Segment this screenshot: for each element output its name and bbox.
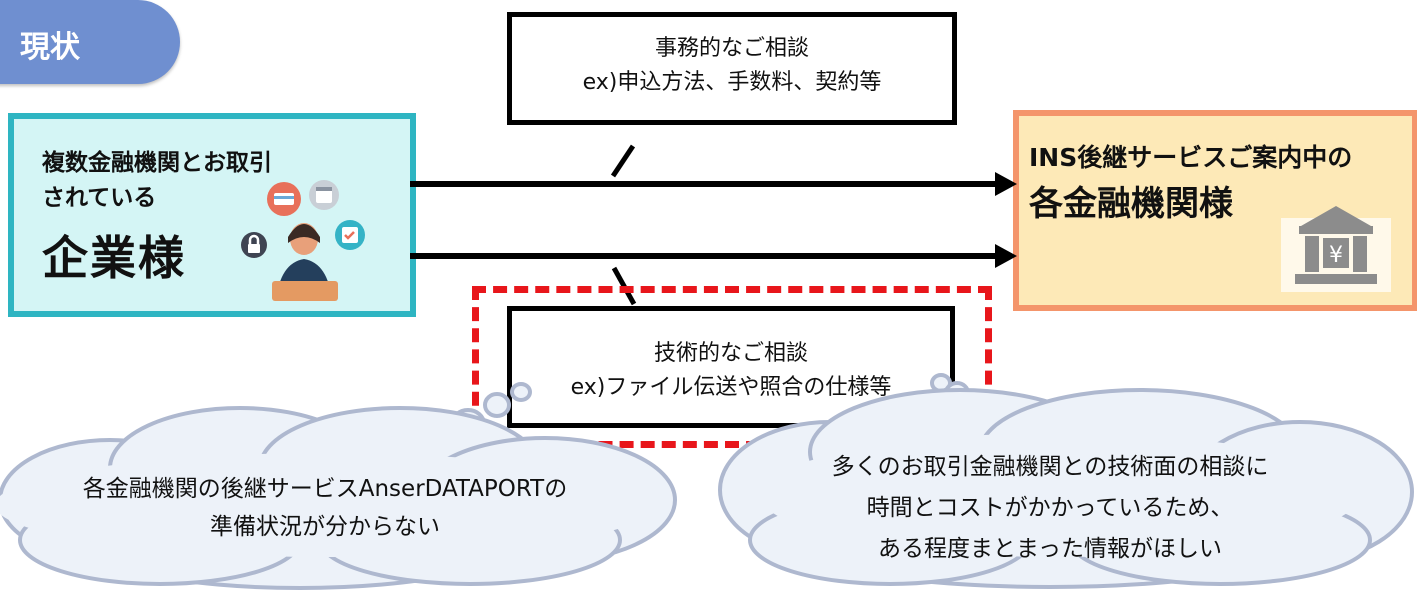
tab-label: 現状 (20, 30, 80, 65)
admin-consult-examples: ex)申込方法、手数料、契約等 (582, 70, 882, 95)
cloud-right-text: 多くのお取引金融機関との技術面の相談に 時間とコストがかかっているため、 ある程… (760, 447, 1340, 570)
company-title: 企業様 (42, 231, 186, 285)
current-status-tab: 現状 (0, 0, 180, 84)
businessperson-illustration-icon (241, 180, 365, 301)
bank-title: 各金融機関様 (1029, 184, 1233, 224)
thought-bubble-small-2 (483, 392, 511, 418)
company-box: 複数金融機関とお取引 されている 企業様 (8, 113, 416, 317)
arrow-bottom-head (995, 244, 1017, 268)
thought-bubble-small-1 (510, 382, 532, 402)
bank-box: INS後継サービスご案内中の 各金融機関様 ¥ (1013, 110, 1417, 311)
administrative-consultation-box: 事務的なご相談 ex)申込方法、手数料、契約等 (507, 12, 957, 125)
cloud-right-line1: 多くのお取引金融機関との技術面の相談に (831, 454, 1269, 480)
cloud-left-line1: 各金融機関の後継サービスAnserDATAPORTの (82, 476, 568, 502)
company-line2: されている (42, 185, 157, 211)
tech-consult-examples: ex)ファイル伝送や照合の仕様等 (570, 375, 892, 400)
technical-highlight-frame (472, 286, 992, 448)
bank-line1: INS後継サービスご案内中の (1029, 143, 1353, 172)
tech-consult-title: 技術的なご相談 (653, 341, 808, 366)
cloud-right-line2: 時間とコストがかかっているため、 (866, 495, 1234, 521)
bank-yen-icon: ¥ (1281, 206, 1391, 292)
arrow-top-head (995, 172, 1017, 196)
admin-consult-title: 事務的なご相談 (654, 36, 809, 61)
technical-consultation-box: 技術的なご相談 ex)ファイル伝送や照合の仕様等 (507, 306, 955, 428)
svg-text:¥: ¥ (1329, 243, 1343, 268)
cloud-left-line2: 準備状況が分からない (210, 514, 440, 540)
cloud-left-text: 各金融機関の後継サービスAnserDATAPORTの 準備状況が分からない (0, 470, 650, 546)
company-line1: 複数金融機関とお取引 (42, 150, 272, 176)
cloud-right-line3: ある程度まとまった情報がほしい (877, 536, 1223, 562)
connector-top (610, 144, 636, 178)
